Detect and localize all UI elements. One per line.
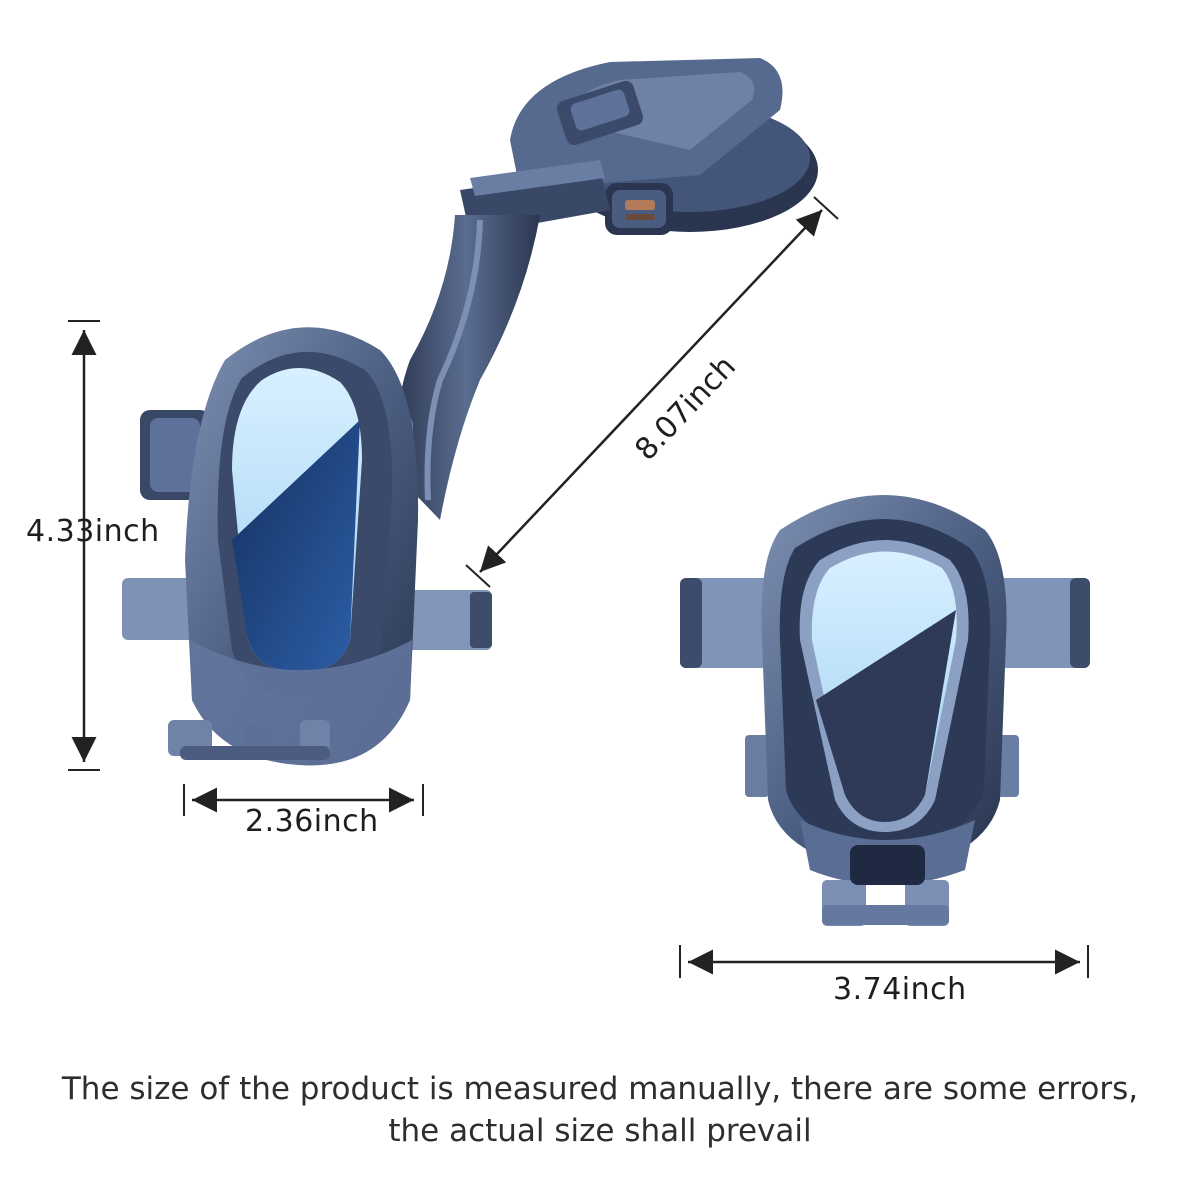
- side-holder: [122, 327, 492, 766]
- disclaimer-line-2: the actual size shall prevail: [388, 1113, 812, 1149]
- disclaimer-line-1: The size of the product is measured manu…: [61, 1071, 1139, 1107]
- arm-length-dimension-line: [479, 209, 823, 573]
- height-label: 4.33inch: [26, 514, 160, 549]
- suction-base: [460, 58, 818, 235]
- front-width-label: 3.74inch: [833, 972, 967, 1007]
- front-view-holder: [680, 495, 1090, 926]
- side-width-label: 2.36inch: [245, 804, 379, 839]
- arm-length-label: 8.07inch: [628, 349, 743, 467]
- measurement-disclaimer: The size of the product is measured manu…: [0, 1068, 1200, 1152]
